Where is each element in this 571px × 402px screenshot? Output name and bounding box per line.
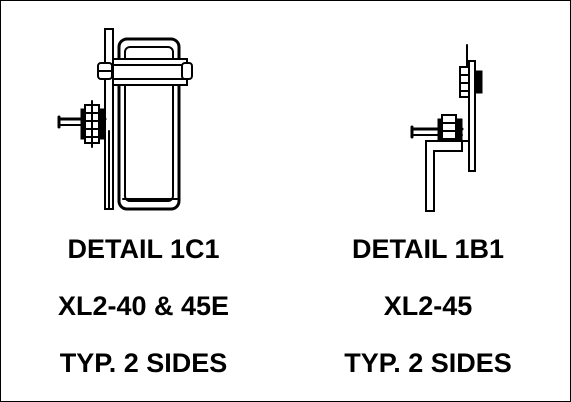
l-bracket <box>425 140 463 212</box>
detail-1c1-note: TYP. 2 SIDES <box>59 348 228 378</box>
detail-1b1-part: XL2-45 <box>383 291 473 321</box>
detail-1b1-note: TYP. 2 SIDES <box>344 348 512 378</box>
detail-1c1-panel: DETAIL 1C1 XL2-40 & 45E TYP. 2 SIDES <box>1 1 286 401</box>
detail-1c1-bracket-drawing <box>57 28 193 211</box>
detail-1c1-part: XL2-40 & 45E <box>57 291 230 321</box>
detail-1b1-panel: DETAIL 1B1 XL2-45 TYP. 2 SIDES <box>286 1 570 401</box>
housing-outline <box>117 37 181 211</box>
detail-1b1-title: DETAIL 1B1 <box>351 234 505 264</box>
bracket-plate <box>468 60 476 172</box>
top-band <box>112 58 188 86</box>
bolt-top-right <box>181 62 193 80</box>
detail-1c1-title: DETAIL 1C1 <box>67 234 220 264</box>
housing-inner <box>124 46 174 202</box>
detail-1b1-bracket-drawing <box>410 44 483 212</box>
